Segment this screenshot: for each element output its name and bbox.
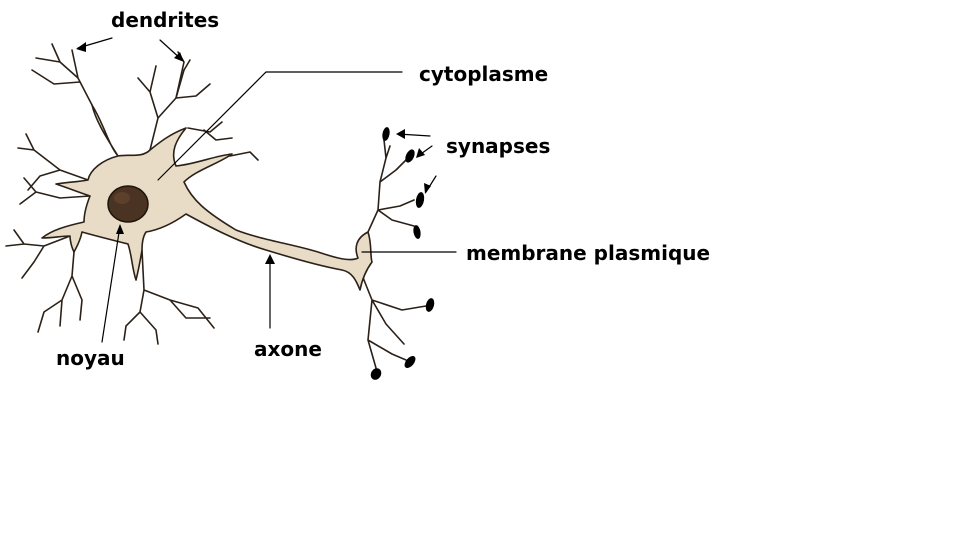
label-cytoplasme: cytoplasme [419,62,549,86]
synaptic-terminal [415,192,425,208]
nucleus [107,185,149,223]
synaptic-terminal [370,368,382,380]
arrowhead [174,52,184,62]
cell-body [41,104,373,291]
label-dendrites: dendrites [111,8,220,32]
synaptic-terminal [404,356,416,368]
synaptic-terminal [382,127,390,141]
arrowheads [76,42,431,264]
label-membrane-plasmique: membrane plasmique [466,241,711,265]
label-axone: axone [254,337,322,361]
synaptic-terminal [425,298,435,312]
nucleus-highlight [114,192,130,204]
arrowhead [76,42,86,52]
noyau-leader [101,225,121,343]
cytoplasme-leader [157,71,403,181]
arrowhead [116,224,124,234]
label-noyau: noyau [56,346,125,370]
arrowhead [416,148,425,158]
arrowhead [265,254,275,264]
synaptic-terminals [370,127,435,380]
arrowhead [424,183,431,194]
synaptic-terminal [405,149,415,163]
dendrite-branches [5,43,427,369]
label-synapses: synapses [446,134,551,158]
synaptic-terminal [413,225,421,239]
arrowhead [396,129,405,139]
